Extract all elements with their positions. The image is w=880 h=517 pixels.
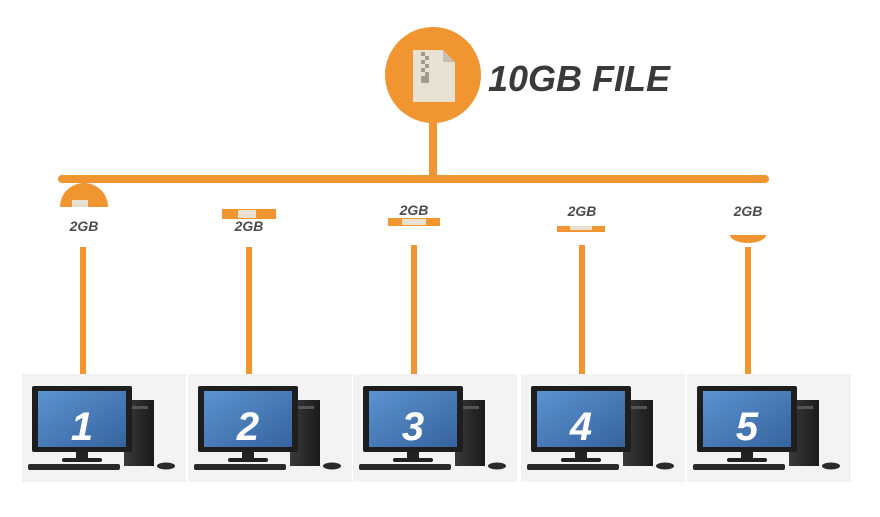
- monitor-stand: [407, 452, 419, 460]
- zip-file-icon: [413, 50, 455, 102]
- computer-5: 5: [687, 374, 851, 482]
- computer-number: 3: [402, 405, 424, 449]
- monitor-base: [727, 458, 767, 462]
- chunk-label: 2GB: [399, 202, 429, 218]
- tower-drive: [461, 406, 479, 409]
- tower-drive: [795, 406, 813, 409]
- keyboard: [28, 464, 120, 470]
- mouse: [323, 462, 341, 470]
- computers: 1 2 3 4 5: [22, 374, 851, 482]
- computer-4: 4: [521, 374, 685, 482]
- chunk-1: 2GB: [60, 183, 108, 384]
- mouse: [488, 462, 506, 470]
- monitor-base: [393, 458, 433, 462]
- monitor-base: [561, 458, 601, 462]
- tower-drive: [130, 406, 148, 409]
- monitor-stand: [242, 452, 254, 460]
- computer-1: 1: [22, 374, 186, 482]
- computer-number: 4: [569, 405, 592, 449]
- monitor-screen: [369, 391, 457, 447]
- tower-drive: [296, 406, 314, 409]
- chunk-label: 2GB: [69, 218, 99, 234]
- computer-number: 2: [236, 405, 259, 449]
- monitor-screen: [537, 391, 625, 447]
- mouse: [656, 462, 674, 470]
- chunk-label: 2GB: [234, 218, 264, 234]
- keyboard: [194, 464, 286, 470]
- source-file: 10GB FILE: [385, 27, 671, 123]
- computer-3: 3: [353, 374, 517, 482]
- monitor-base: [62, 458, 102, 462]
- monitor-screen: [38, 391, 126, 447]
- chunk-3: 2GB: [388, 202, 440, 384]
- monitor-stand: [741, 452, 753, 460]
- chunk-label: 2GB: [733, 203, 763, 219]
- monitor-base: [228, 458, 268, 462]
- monitor-screen: [204, 391, 292, 447]
- monitor-stand: [575, 452, 587, 460]
- monitor-stand: [76, 452, 88, 460]
- chunk-label: 2GB: [567, 203, 597, 219]
- computer-number: 1: [71, 405, 93, 449]
- monitor-screen: [703, 391, 791, 447]
- chunk-4: 2GB: [557, 203, 605, 384]
- keyboard: [693, 464, 785, 470]
- mouse: [822, 462, 840, 470]
- file-title: 10GB FILE: [488, 58, 671, 99]
- keyboard: [359, 464, 451, 470]
- mouse: [157, 462, 175, 470]
- chunk-5: 2GB: [730, 203, 766, 384]
- tower-drive: [629, 406, 647, 409]
- chunk-2: 2GB: [222, 209, 276, 384]
- computer-number: 5: [736, 405, 759, 449]
- computer-2: 2: [188, 374, 352, 482]
- keyboard: [527, 464, 619, 470]
